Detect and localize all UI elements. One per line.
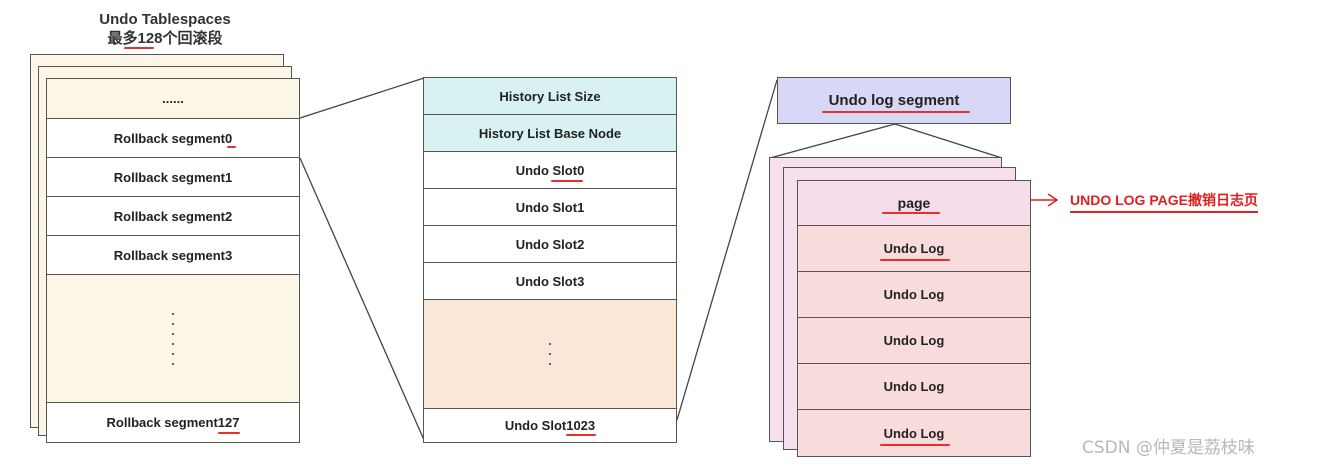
tablespace-title: Undo Tablespaces 最多128个回滚段 xyxy=(30,10,300,48)
ellipsis-label: ...... xyxy=(162,91,184,106)
history-list-base-node-cell: History List Base Node xyxy=(423,114,677,152)
rollback-segment-detail: History List Size History List Base Node… xyxy=(423,77,677,443)
history-list-size-label: History List Size xyxy=(499,88,601,104)
fan-line-left xyxy=(769,123,896,159)
csdn-watermark: CSDN @仲夏是荔枝味 xyxy=(1082,438,1255,458)
undo-log-row: Undo Log xyxy=(797,363,1031,410)
tablespace-front: ...... Rollback segment0 Rollback segmen… xyxy=(46,78,300,443)
tablespace-vertical-ellipsis xyxy=(46,274,300,403)
history-list-size-cell: History List Size xyxy=(423,77,677,115)
undo-slot-label: Undo Slot2 xyxy=(515,236,585,252)
undo-log-page-annotation: UNDO LOG PAGE撤销日志页 xyxy=(1070,190,1258,213)
undo-log-underline-last xyxy=(880,444,950,446)
undo-log-segment-title: Undo log segment xyxy=(828,92,960,109)
undo-slot-0: Undo Slot0 xyxy=(423,151,677,189)
tablespace-title-line2: 最多128个回滚段 xyxy=(107,30,223,47)
tablespace-top-cell: ...... xyxy=(46,78,300,119)
rollback-segment-label: Rollback segment0 xyxy=(113,130,233,146)
fan-line-right xyxy=(894,123,1003,159)
rollback-segment-2: Rollback segment2 xyxy=(46,196,300,236)
page-header-cell: page xyxy=(797,180,1031,226)
segment127-underline xyxy=(218,432,240,434)
undo-slot-label: Undo Slot0 xyxy=(515,162,585,178)
rollback-segment-1: Rollback segment1 xyxy=(46,157,300,197)
undo-slot-label: Undo Slot3 xyxy=(515,273,585,289)
undo-log-label: Undo Log xyxy=(883,333,945,348)
undo-slot-label: Undo Slot1023 xyxy=(504,418,596,433)
undo-log-segment-box: Undo log segment xyxy=(777,77,1011,124)
undo-log-page: page Undo Log Undo Log Undo Log Undo Log… xyxy=(797,180,1031,457)
title-underline xyxy=(124,47,154,49)
undo-slot-2: Undo Slot2 xyxy=(423,225,677,263)
page-label: page xyxy=(897,195,931,211)
zoom-line-top-right xyxy=(676,79,778,421)
rollback-segment-label: Rollback segment127 xyxy=(106,415,240,430)
rollback-segment-0: Rollback segment0 xyxy=(46,118,300,158)
undo-log-underline-first xyxy=(880,259,950,261)
slot0-underline xyxy=(551,180,583,182)
undo-slot-1023: Undo Slot1023 xyxy=(423,408,677,443)
zoom-line-bottom-left xyxy=(299,157,425,441)
undo-slot-label: Undo Slot1 xyxy=(515,199,585,215)
tablespace-title-line1: Undo Tablespaces xyxy=(99,11,231,28)
segment0-underline xyxy=(227,146,236,148)
rollback-segment-label: Rollback segment1 xyxy=(113,169,233,185)
rollback-segment-3: Rollback segment3 xyxy=(46,235,300,275)
history-list-base-node-label: History List Base Node xyxy=(478,125,622,141)
slots-vertical-ellipsis xyxy=(423,299,677,409)
undo-log-row: Undo Log xyxy=(797,317,1031,364)
undo-log-label: Undo Log xyxy=(883,287,945,302)
rollback-segment-label: Rollback segment3 xyxy=(113,247,233,263)
rollback-segment-127: Rollback segment127 xyxy=(46,402,300,443)
undo-log-label: Undo Log xyxy=(883,425,945,441)
page-underline xyxy=(882,212,940,214)
undo-log-row: Undo Log xyxy=(797,271,1031,318)
undo-slot-3: Undo Slot3 xyxy=(423,262,677,300)
undo-slot-1: Undo Slot1 xyxy=(423,188,677,226)
page-arrow-head xyxy=(1047,193,1059,207)
undo-log-label: Undo Log xyxy=(883,379,945,394)
slot1023-underline xyxy=(566,434,596,436)
undo-log-label: Undo Log xyxy=(883,241,945,256)
undo-log-row: Undo Log xyxy=(797,409,1031,457)
undo-log-row: Undo Log xyxy=(797,225,1031,272)
segment-title-underline xyxy=(822,111,970,113)
rollback-segment-label: Rollback segment2 xyxy=(113,208,233,224)
zoom-line-top-left xyxy=(299,77,425,119)
